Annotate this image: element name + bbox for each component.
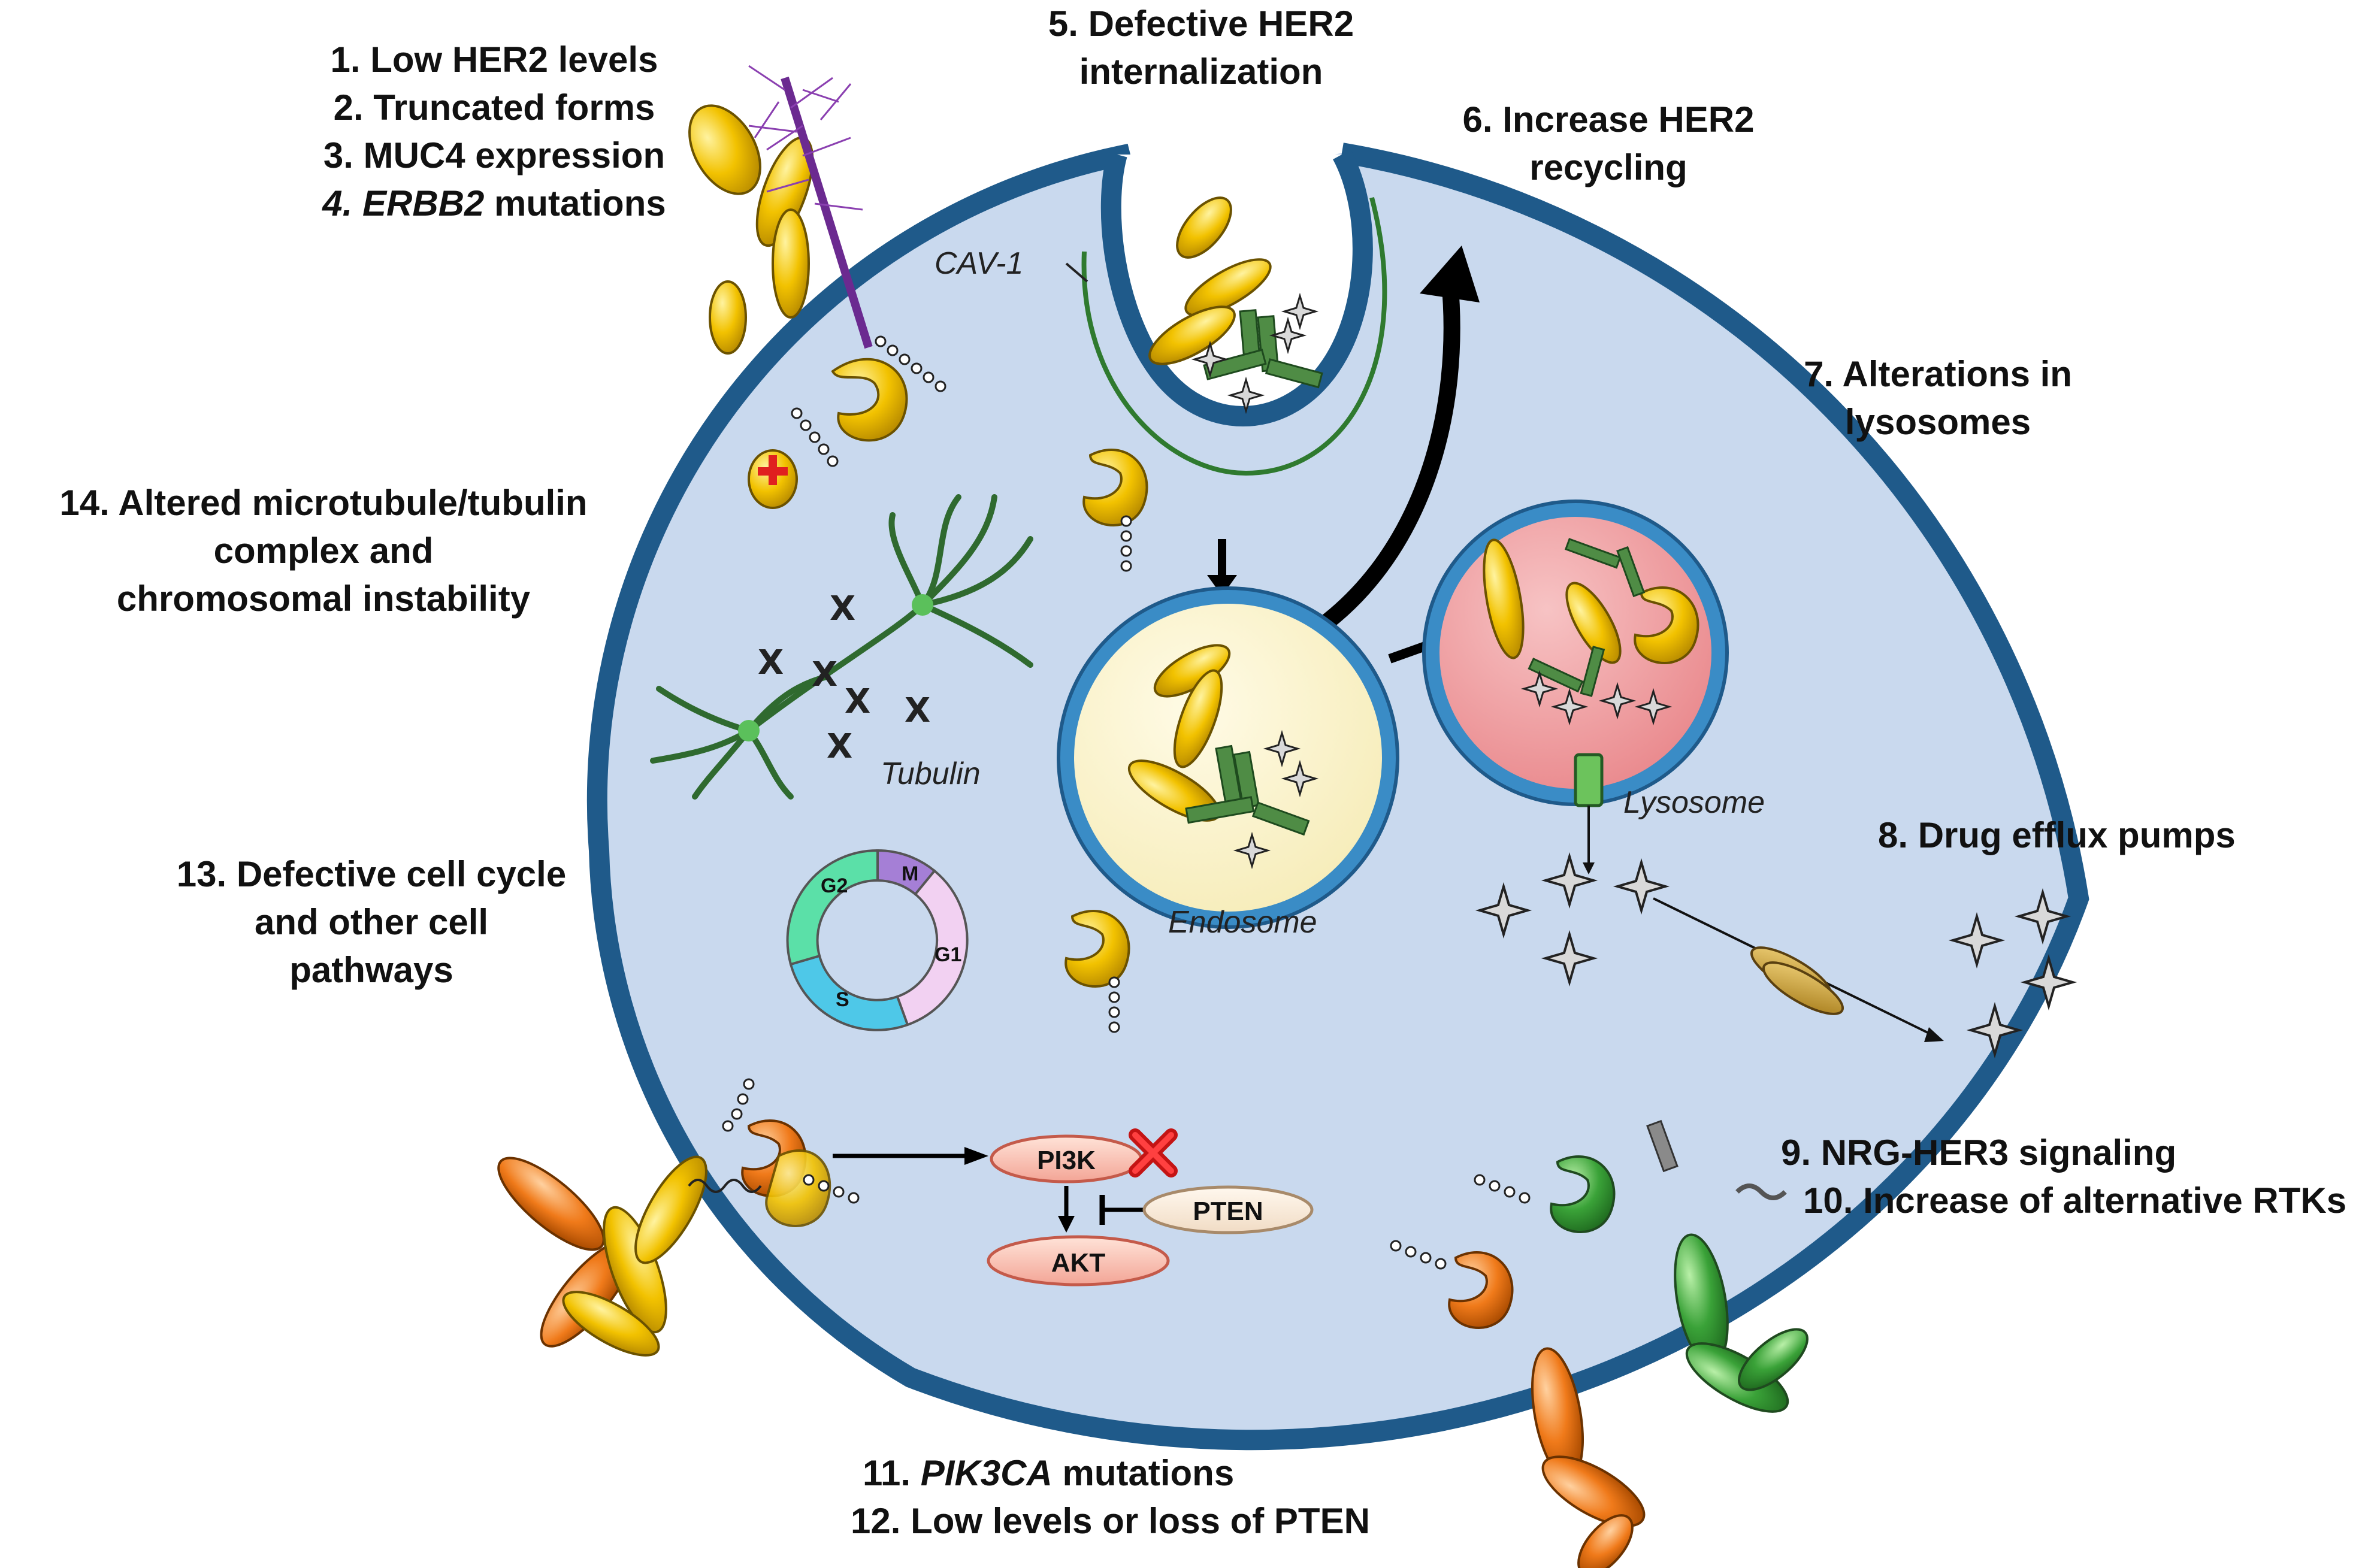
- muc4-mucin: [781, 76, 873, 349]
- intracellular-tails: [722, 335, 1531, 1270]
- akt-label: AKT: [1051, 1248, 1106, 1278]
- phase-s: S: [836, 988, 849, 1011]
- lysosome-channel: [1574, 753, 1604, 807]
- pten-node: [1142, 1185, 1314, 1234]
- label-mechanisms-1-4: 1. Low HER2 levels 2. Truncated forms 3.…: [270, 36, 719, 228]
- label-mechanism-8: 8. Drug efflux pumps: [1878, 812, 2236, 859]
- recycling-arrow: [1312, 280, 1460, 636]
- phase-g1: G1: [935, 943, 961, 966]
- svg-text:X: X: [905, 691, 930, 730]
- svg-text:X: X: [758, 643, 784, 682]
- antibody-in-endosome: [1185, 744, 1310, 836]
- label-m2: 2. Truncated forms: [333, 87, 655, 128]
- label-m13-line3: pathways: [289, 950, 453, 990]
- label-m11-rest: mutations: [1052, 1453, 1235, 1493]
- label-m13-line1: 13. Defective cell cycle: [176, 854, 567, 894]
- label-mechanism-5: 5. Defective HER2 internalization: [1006, 0, 1396, 96]
- lysosome-contents: [1483, 538, 1699, 697]
- tag-tubulin: Tubulin: [881, 756, 981, 791]
- antibody-in-pit: [1203, 309, 1323, 389]
- phase-g2: G2: [821, 874, 848, 897]
- svg-text:X: X: [827, 727, 852, 766]
- label-mechanism-6: 6. Increase HER2 recycling: [1414, 96, 1803, 192]
- label-m14-line2: complex and: [213, 531, 434, 571]
- chromosomes: X X X X X X: [758, 589, 930, 766]
- label-m3: 3. MUC4 expression: [323, 135, 666, 175]
- tag-cav1: CAV-1: [935, 246, 1024, 281]
- pi3k-mutation-x: [1129, 1128, 1178, 1177]
- label-m5-line2: internalization: [1079, 52, 1323, 92]
- phase-m: M: [902, 862, 918, 885]
- label-m7-line2: lysosomes: [1844, 402, 2031, 442]
- cav1-line: [1081, 196, 1387, 476]
- label-m14-line1: 14. Altered microtubule/tubulin: [59, 483, 588, 523]
- tubulin-network: [650, 494, 1033, 800]
- label-mechanism-7: 7. Alterations in lysosomes: [1731, 350, 2145, 446]
- pi3k-label: PI3K: [1037, 1146, 1096, 1175]
- label-mechanism-14: 14. Altered microtubule/tubulin complex …: [0, 479, 647, 623]
- label-m11-num: 11.: [863, 1453, 921, 1493]
- label-m5-line1: 5. Defective HER2: [1048, 4, 1354, 44]
- her2-in-pit: [1082, 196, 1272, 526]
- svg-text:X: X: [830, 589, 855, 628]
- her2-receptor-top: [688, 104, 908, 509]
- svg-text:X: X: [845, 682, 870, 721]
- label-m14-line3: chromosomal instability: [116, 579, 531, 619]
- label-m1: 1. Low HER2 levels: [330, 40, 658, 80]
- tag-lysosome: Lysosome: [1623, 785, 1765, 820]
- label-m6-line1: 6. Increase HER2: [1462, 99, 1755, 140]
- label-m4-rest: mutations: [484, 183, 666, 223]
- cell-cycle-wheel: G2 M G1 S: [786, 849, 969, 1031]
- label-mechanisms-9-10: 9. NRG-HER3 signaling 10. Increase of al…: [1779, 1129, 2346, 1225]
- pten-label: PTEN: [1193, 1197, 1263, 1226]
- label-mechanism-13: 13. Defective cell cycle and other cell …: [90, 850, 653, 994]
- label-m13-line2: and other cell: [254, 902, 489, 942]
- label-m8: 8. Drug efflux pumps: [1878, 815, 2236, 855]
- label-m6-line2: recycling: [1529, 147, 1687, 187]
- label-m7-line1: 7. Alterations in: [1804, 354, 2072, 394]
- efflux-pump: [1750, 946, 1844, 1015]
- label-m11-gene: PIK3CA: [920, 1453, 1053, 1493]
- tag-endosome: Endosome: [1168, 905, 1317, 940]
- svg-text:X: X: [812, 655, 837, 694]
- label-m9: 9. NRG-HER3 signaling: [1781, 1133, 2177, 1173]
- label-m4-gene: 4. ERBB2: [322, 183, 485, 223]
- alternative-rtks: [1448, 1119, 1808, 1568]
- label-mechanisms-11-12: 11. PIK3CA mutations 12. Low levels or l…: [851, 1449, 1370, 1545]
- akt-node: [987, 1235, 1170, 1287]
- her2-in-endosome: [1064, 644, 1231, 988]
- label-m12: 12. Low levels or loss of PTEN: [851, 1501, 1370, 1541]
- her3-her2-dimer: [497, 1119, 831, 1357]
- label-m10: 10. Increase of alternative RTKs: [1803, 1180, 2347, 1221]
